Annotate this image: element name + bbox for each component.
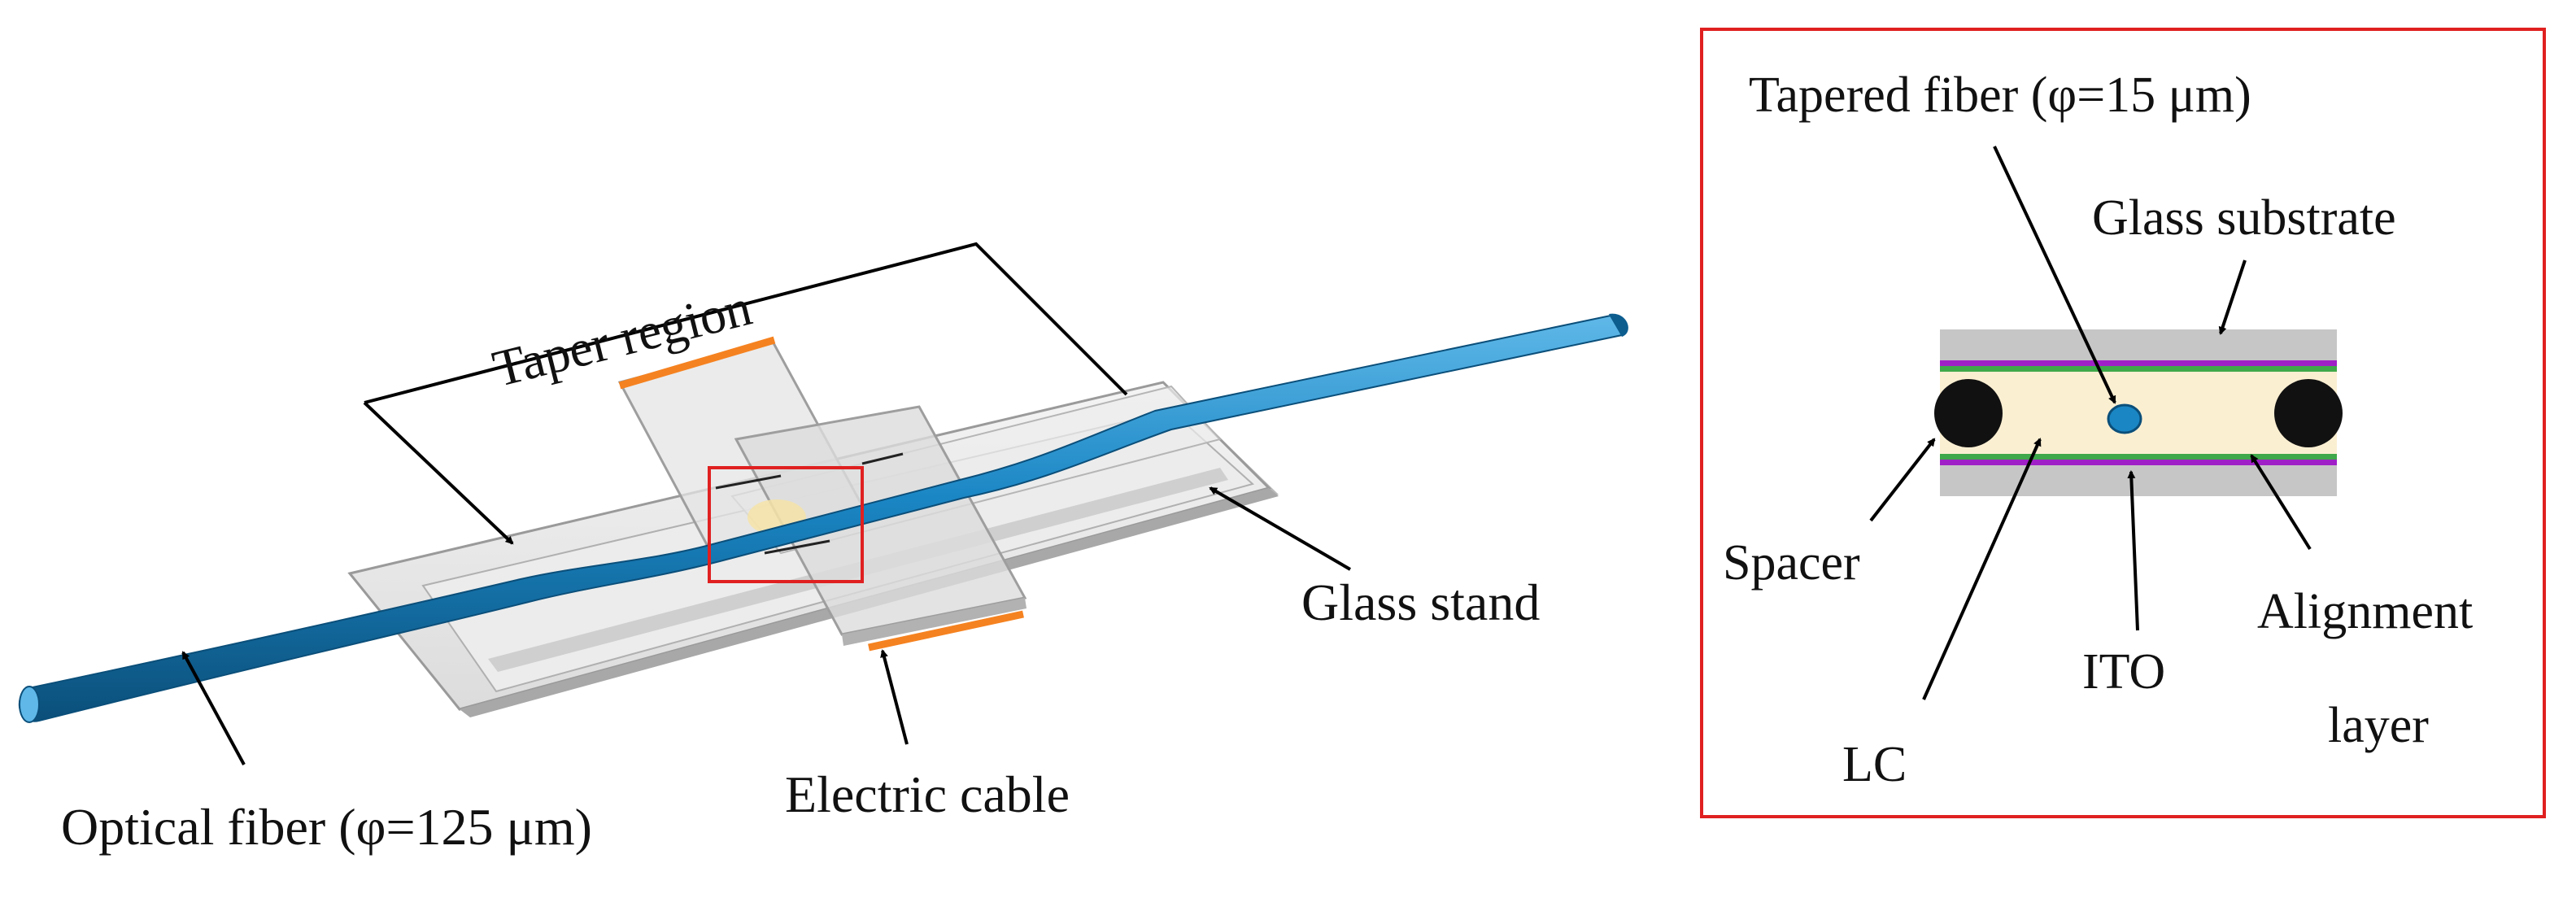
electrode-traces (715, 452, 904, 555)
alignment-layer-label-line1: Alignment (2257, 584, 2473, 639)
optical-fiber (18, 313, 1628, 723)
bottom-glass-substrate (1940, 465, 2337, 496)
optical-fiber-label: Optical fiber (φ=125 μm) (61, 798, 592, 856)
right-spacer (2274, 379, 2343, 447)
spacer-label: Spacer (1723, 535, 1860, 591)
glass-stand-label: Glass stand (1301, 573, 1540, 631)
lc-label: LC (1842, 737, 1907, 792)
label-arrows (181, 486, 1352, 765)
electric-cable (618, 336, 1024, 652)
bottom-ito-layer (1940, 460, 2337, 465)
electric-cable-label: Electric cable (785, 765, 1070, 823)
glass-substrate-label: Glass substrate (2092, 190, 2396, 246)
inset-arrows (1869, 146, 2312, 700)
alignment-layer-label-line2: layer (2328, 698, 2429, 753)
left-figure: Taper region Glass stand Electric cable … (18, 242, 1628, 856)
tapered-fiber-dot (2107, 403, 2142, 434)
inset-cross-section: Tapered fiber (φ=15 μm) Glass substrate … (1700, 28, 2546, 818)
left-spacer (1934, 379, 2003, 447)
bottom-alignment-layer (1940, 454, 2337, 460)
taper-region-bracket (363, 242, 1128, 545)
inset-highlight-box (708, 466, 864, 583)
top-alignment-layer (1940, 366, 2337, 372)
cell-stack (1934, 329, 2343, 496)
tapered-fiber-label: Tapered fiber (φ=15 μm) (1749, 68, 2251, 123)
top-glass-substrate (1940, 329, 2337, 360)
glass-slides (617, 340, 1027, 646)
top-ito-layer (1940, 360, 2337, 366)
ito-label: ITO (2082, 644, 2165, 700)
